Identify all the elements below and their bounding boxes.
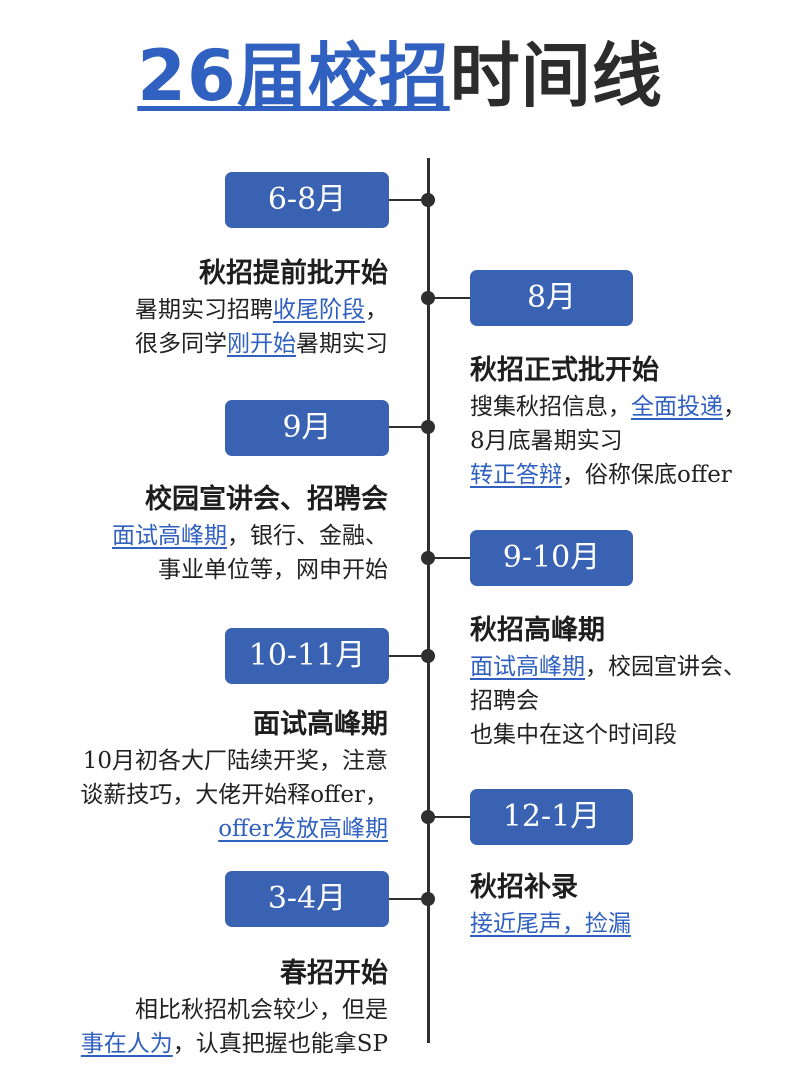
event-text: 秋招高峰期面试高峰期，校园宣讲会、招聘会也集中在这个时间段 [470, 612, 746, 752]
period-badge: 3-4月 [225, 871, 389, 927]
event-line: 转正答辩，俗称保底offer [470, 458, 746, 492]
event-text-segment: 相比秋招机会较少，但是 [135, 997, 388, 1023]
event-line: 8月底暑期实习 [470, 424, 746, 458]
highlight-text: 面试高峰期 [112, 523, 227, 549]
event-line: 也集中在这个时间段 [470, 718, 746, 752]
timeline-connector [430, 297, 470, 299]
event-text-segment: ，认真把握也能拿SP [172, 1031, 388, 1057]
event-line: 接近尾声，捡漏 [470, 907, 631, 941]
event-text: 校园宣讲会、招聘会面试高峰期，银行、金融、事业单位等，网申开始 [112, 481, 388, 587]
timeline-dot [421, 420, 435, 434]
highlight-text: 刚开始 [227, 331, 296, 357]
event-text-segment: ，俗称保底offer [562, 462, 732, 488]
timeline-connector [389, 898, 427, 900]
event-line: 相比秋招机会较少，但是 [81, 993, 388, 1027]
event-text-segment: 搜集秋招信息， [470, 394, 631, 420]
event-text: 面试高峰期 10月初各大厂陆续开奖，注意谈薪技巧，大佬开始释offer， offer… [80, 706, 388, 846]
period-badge: 8月 [470, 270, 633, 326]
event-line: 事在人为，认真把握也能拿SP [81, 1027, 388, 1061]
event-text: 秋招提前批开始暑期实习招聘收尾阶段，很多同学刚开始暑期实习 [135, 255, 388, 361]
event-text: 秋招正式批开始搜集秋招信息，全面投递，8月底暑期实习转正答辩，俗称保底offer [470, 352, 746, 492]
event-heading: 校园宣讲会、招聘会 [145, 484, 388, 515]
timeline-dot [421, 892, 435, 906]
event-text-segment: 事业单位等，网申开始 [158, 557, 388, 583]
event-text-segment: 招聘会 [470, 688, 539, 714]
title-rest: 时间线 [449, 35, 663, 117]
event-line: 10月初各大厂陆续开奖，注意 [80, 744, 388, 778]
event-text-segment: ， [723, 394, 746, 420]
event-heading: 秋招补录 [470, 872, 578, 903]
event-text-segment: ，银行、金融、 [227, 523, 388, 549]
timeline-connector [389, 655, 427, 657]
timeline-connector [389, 199, 427, 201]
timeline-dot [421, 291, 435, 305]
event-text-segment: 也集中在这个时间段 [470, 722, 677, 748]
period-badge: 6-8月 [225, 172, 389, 228]
highlight-text: 事在人为 [80, 1031, 173, 1057]
event-line: 面试高峰期，校园宣讲会、 [470, 650, 746, 684]
event-heading: 面试高峰期 [253, 709, 388, 740]
event-line: 招聘会 [470, 684, 746, 718]
period-badge: 10-11月 [225, 628, 389, 684]
timeline-dot [421, 810, 435, 824]
event-line: 很多同学刚开始暑期实习 [135, 327, 388, 361]
timeline-connector [430, 816, 470, 818]
highlight-text: offer发放高峰期 [218, 816, 388, 842]
event-heading: 春招开始 [280, 958, 388, 989]
timeline-dot [421, 551, 435, 565]
event-text-segment: 10月初各大厂陆续开奖，注意 [82, 748, 388, 774]
event-text: 春招开始相比秋招机会较少，但是事在人为，认真把握也能拿SP [81, 955, 388, 1061]
timeline-dot [421, 649, 435, 663]
page-title: 26届校招时间线 [0, 32, 800, 120]
timeline-connector [430, 557, 470, 559]
event-line: 面试高峰期，银行、金融、 [112, 519, 388, 553]
highlight-text: 全面投递 [631, 394, 723, 420]
highlight-text: 转正答辩 [470, 462, 562, 488]
timeline-axis [427, 158, 430, 1043]
period-badge: 9月 [225, 400, 389, 456]
event-line: offer发放高峰期 [80, 812, 388, 846]
timeline-connector [389, 426, 427, 428]
event-line: 搜集秋招信息，全面投递， [470, 390, 746, 424]
event-heading: 秋招提前批开始 [199, 258, 388, 289]
title-highlight: 26届校招 [137, 35, 450, 117]
event-line: 谈薪技巧，大佬开始释offer， [80, 778, 388, 812]
period-badge: 12-1月 [470, 789, 633, 845]
event-text-segment: ， [365, 297, 388, 323]
event-heading: 秋招高峰期 [470, 615, 605, 646]
period-badge: 9-10月 [470, 530, 633, 586]
event-text-segment: 谈薪技巧，大佬开始释offer， [80, 782, 388, 808]
event-text: 秋招补录接近尾声，捡漏 [470, 869, 631, 941]
event-line: 暑期实习招聘收尾阶段， [135, 293, 388, 327]
event-text-segment: 暑期实习招聘 [135, 297, 273, 323]
highlight-text: 收尾阶段 [273, 297, 365, 323]
event-text-segment: 暑期实习 [296, 331, 388, 357]
event-heading: 秋招正式批开始 [470, 355, 659, 386]
highlight-text: 接近尾声，捡漏 [470, 911, 631, 937]
highlight-text: 面试高峰期 [470, 654, 585, 680]
timeline-dot [421, 193, 435, 207]
event-text-segment: 很多同学 [135, 331, 227, 357]
event-text-segment: ，校园宣讲会、 [585, 654, 746, 680]
event-text-segment: 8月底暑期实习 [470, 428, 623, 454]
event-line: 事业单位等，网申开始 [112, 553, 388, 587]
